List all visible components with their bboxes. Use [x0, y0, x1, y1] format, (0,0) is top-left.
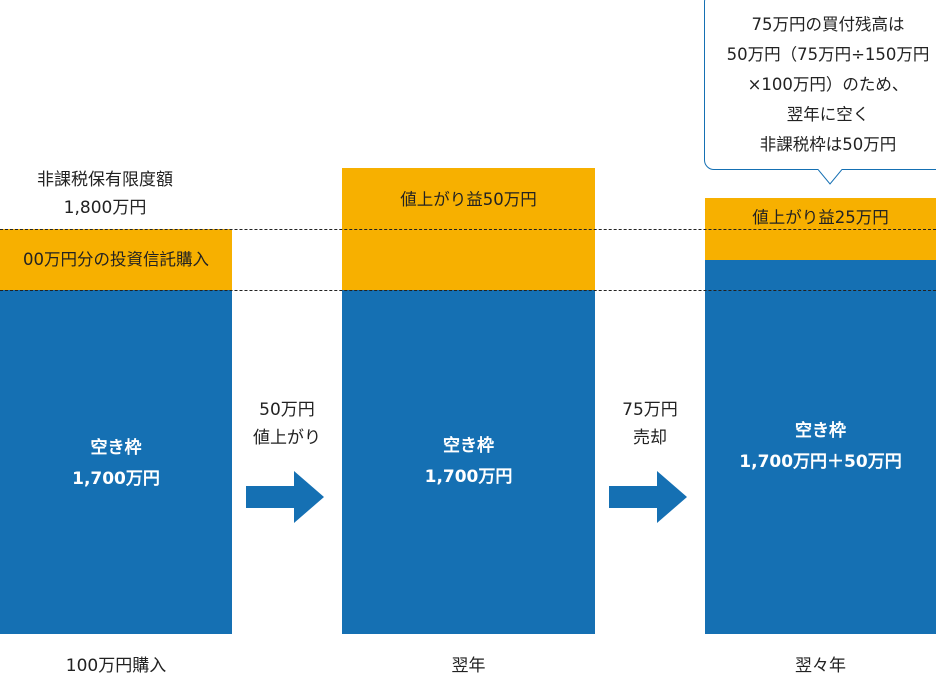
col3-bottom-label: 翌々年: [795, 656, 846, 676]
limit-label-title: 非課税保有限度額: [37, 170, 173, 190]
right-arrow-icon: [246, 471, 324, 523]
callout-line-3: ×100万円）のため、: [747, 75, 909, 94]
col2-blue-block: 空き枠 1,700万円: [342, 290, 595, 634]
col1-orange-label: 00万円分の投資信託購入: [23, 250, 209, 269]
callout-line-4: 翌年に空く: [786, 105, 870, 124]
col2-orange-label: 値上がり益50万円: [400, 190, 537, 209]
limit-label: 非課税保有限度額 1,800万円: [0, 166, 210, 222]
callout-line-1: 75万円の買付残高は: [751, 15, 905, 34]
col1-bottom-label: 100万円購入: [65, 656, 167, 676]
col2-blue-amount: 1,700万円: [424, 467, 513, 487]
col2-blue-title: 空き枠: [443, 436, 494, 456]
col3-orange-label: 値上がり益25万円: [752, 208, 889, 227]
callout-line-2: 50万円（75万円÷150万円: [726, 45, 930, 64]
col3-blue-title: 空き枠: [795, 421, 846, 441]
col2-bottom-label: 翌年: [451, 656, 486, 676]
col3-blue-amount: 1,700万円＋50万円: [739, 452, 902, 472]
transition2-action: 売却: [633, 428, 667, 448]
transition1-amount: 50万円: [259, 400, 315, 420]
limit-label-amount: 1,800万円: [63, 198, 147, 218]
right-arrow-icon: [609, 471, 687, 523]
transition1-action: 値上がり: [253, 428, 321, 448]
callout-line-5: 非課税枠は50万円: [759, 135, 897, 154]
col1-blue-title: 空き枠: [90, 438, 142, 458]
transition2-label: 75万円 売却: [598, 396, 702, 452]
col1-orange-block: 00万円分の投資信託購入: [0, 229, 232, 290]
base-dash-line: [0, 290, 936, 291]
col1-blue-block: 空き枠 1,700万円: [0, 290, 232, 634]
callout-pointer-icon: [818, 169, 842, 185]
col1-blue-amount: 1,700万円: [72, 469, 160, 489]
limit-dash-line: [0, 229, 936, 230]
callout-text: 75万円の買付残高は 50万円（75万円÷150万円 ×100万円）のため、 翌…: [706, 10, 936, 160]
transition2-amount: 75万円: [622, 400, 678, 420]
col3-blue-block: 空き枠 1,700万円＋50万円: [705, 260, 936, 634]
transition1-label: 50万円 値上がり: [236, 396, 338, 452]
